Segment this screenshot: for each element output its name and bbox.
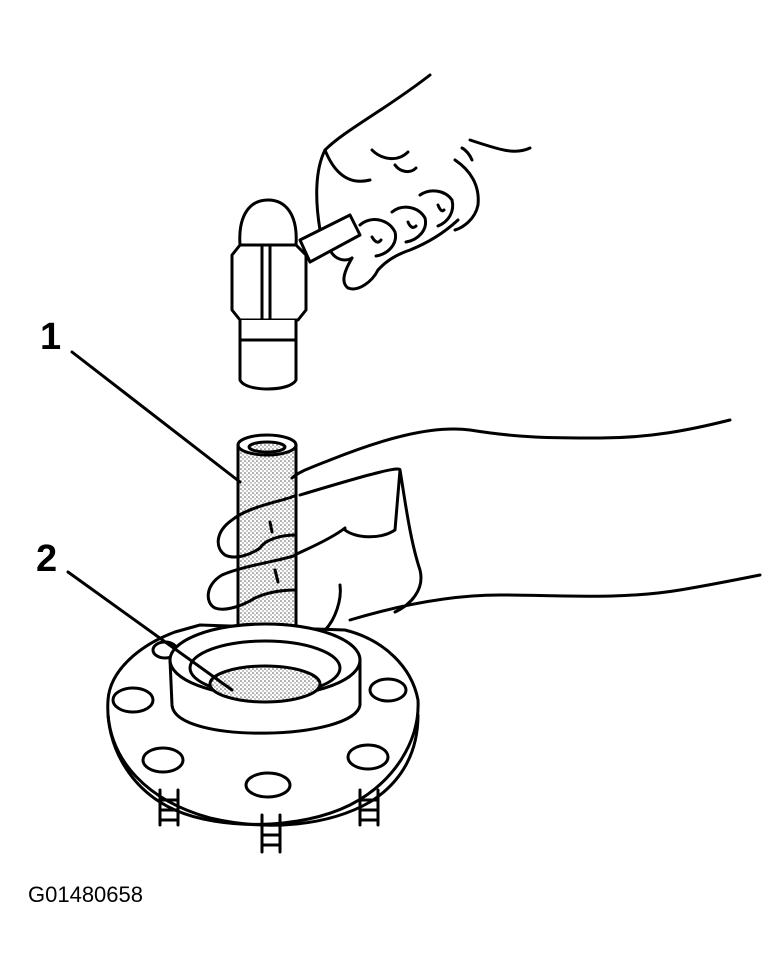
figure-id: G01480658	[28, 882, 143, 907]
callout-2: 2	[36, 538, 58, 580]
wheel-hub	[106, 622, 420, 854]
lower-hand	[206, 418, 762, 632]
upper-hand	[315, 73, 532, 291]
wheel-studs	[158, 788, 380, 854]
leader-line-1	[70, 350, 242, 484]
hammer	[230, 198, 362, 391]
leader-line-2	[66, 570, 234, 692]
callout-1: 1	[40, 316, 62, 358]
